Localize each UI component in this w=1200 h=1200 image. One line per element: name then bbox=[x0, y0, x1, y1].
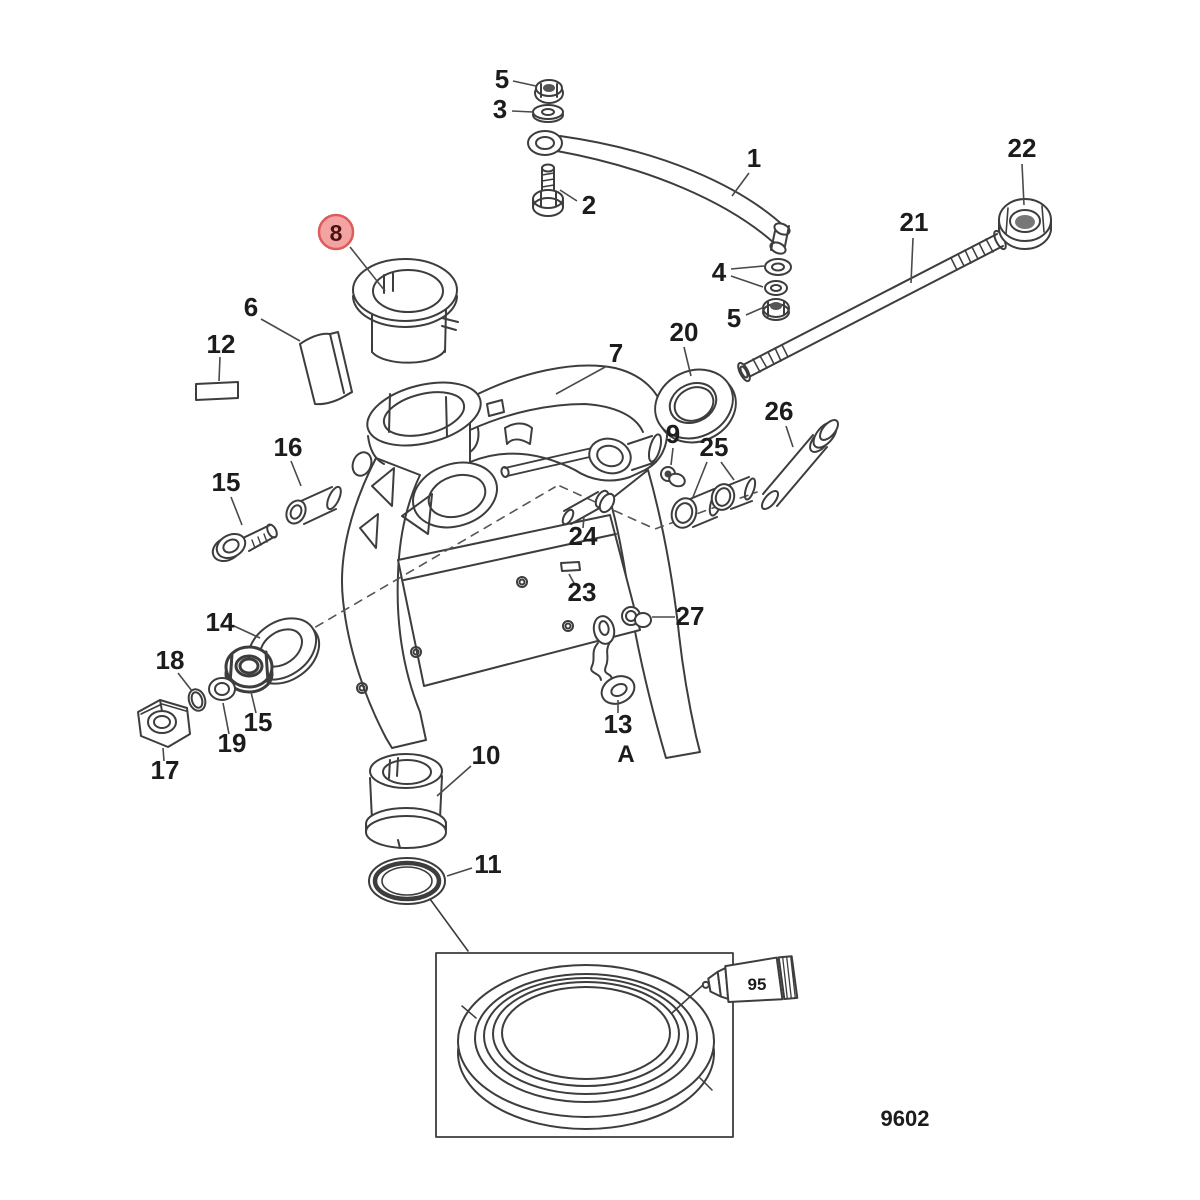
callout-6[interactable]: 6 bbox=[244, 292, 258, 322]
ground-screw bbox=[621, 606, 652, 628]
pivot-pin bbox=[760, 419, 839, 511]
assembly-dashed-lines bbox=[289, 485, 758, 643]
sealant-tube bbox=[671, 955, 799, 1014]
callout-24[interactable]: 24 bbox=[569, 521, 598, 551]
swivel-bracket bbox=[341, 364, 701, 759]
leader-line-16 bbox=[290, 460, 302, 487]
highlight-circle[interactable] bbox=[317, 213, 355, 251]
leader-line-18 bbox=[177, 672, 193, 692]
small-plate bbox=[560, 561, 581, 572]
leader-line-12 bbox=[218, 356, 221, 382]
o-ring bbox=[187, 688, 207, 712]
callout-3[interactable]: 3 bbox=[493, 94, 507, 124]
leader-line-22 bbox=[1021, 163, 1025, 206]
grease-fitting bbox=[660, 466, 686, 488]
leader-line-4 bbox=[730, 275, 764, 288]
leader-line-23 bbox=[568, 573, 576, 586]
locknut-top bbox=[534, 79, 564, 104]
steering-shaft bbox=[737, 229, 1007, 383]
drawing-number: 9602 bbox=[881, 1106, 930, 1131]
leader-line-15-upper bbox=[230, 496, 243, 526]
pivot-bolt bbox=[532, 163, 564, 217]
bushing-lower bbox=[365, 753, 447, 849]
leader-line-15-lower bbox=[250, 691, 257, 714]
hex-nut-large bbox=[137, 699, 191, 748]
leader-line-9 bbox=[670, 447, 674, 466]
leader-line-21 bbox=[910, 237, 914, 284]
bushing-upper bbox=[352, 258, 459, 364]
ground-strap bbox=[590, 615, 636, 705]
oil-seal-large bbox=[457, 964, 715, 1130]
leader-line-10 bbox=[436, 765, 472, 797]
thrust-ring bbox=[654, 368, 737, 444]
leader-line-11 bbox=[446, 867, 473, 877]
leader-line-17 bbox=[162, 747, 165, 762]
callout-25[interactable]: 25 bbox=[700, 432, 729, 462]
leader-line-26 bbox=[785, 425, 794, 448]
locknut-mid bbox=[762, 298, 790, 321]
sealant-label: 95 bbox=[748, 975, 767, 994]
small-bushing bbox=[208, 677, 236, 701]
wear-pad bbox=[299, 331, 353, 406]
leader-line-20 bbox=[683, 346, 692, 377]
callout-5-mid[interactable]: 5 bbox=[727, 303, 741, 333]
spacer-sleeve bbox=[285, 485, 342, 525]
leader-line-25 bbox=[692, 461, 708, 498]
callout-17[interactable]: 17 bbox=[151, 755, 180, 785]
small-pin bbox=[561, 489, 616, 526]
callouts-layer: 1234556789101112131415151617181920212223… bbox=[151, 64, 1037, 1131]
callout-18[interactable]: 18 bbox=[156, 645, 185, 675]
hex-locknut-lower bbox=[224, 645, 274, 694]
leader-line-1 bbox=[731, 172, 750, 197]
callout-8[interactable]: 8 bbox=[330, 220, 343, 246]
callout-23[interactable]: 23 bbox=[568, 577, 597, 607]
callout-15-lower[interactable]: 15 bbox=[244, 707, 273, 737]
callout-12[interactable]: 12 bbox=[207, 329, 236, 359]
view-label: A bbox=[617, 741, 634, 768]
oil-seal-small bbox=[368, 857, 469, 952]
callout-7[interactable]: 7 bbox=[609, 338, 623, 368]
callout-27[interactable]: 27 bbox=[676, 601, 705, 631]
callout-14[interactable]: 14 bbox=[206, 607, 235, 637]
leader-line-7 bbox=[555, 365, 608, 395]
callout-1[interactable]: 1 bbox=[747, 143, 761, 173]
leader-line-2 bbox=[559, 189, 578, 202]
leader-line-8 bbox=[349, 246, 386, 292]
callout-20[interactable]: 20 bbox=[670, 317, 699, 347]
leader-line-5-mid bbox=[745, 307, 763, 316]
callout-10[interactable]: 10 bbox=[472, 740, 501, 770]
leader-line-25 bbox=[720, 461, 735, 481]
link-washers bbox=[764, 258, 792, 296]
callout-16[interactable]: 16 bbox=[274, 432, 303, 462]
washer-top bbox=[532, 104, 564, 123]
callout-26[interactable]: 26 bbox=[765, 396, 794, 426]
callout-2[interactable]: 2 bbox=[582, 190, 596, 220]
callout-11[interactable]: 11 bbox=[474, 849, 502, 879]
bolt-upper-left bbox=[211, 523, 278, 562]
callout-4[interactable]: 4 bbox=[712, 257, 727, 287]
callout-22[interactable]: 22 bbox=[1008, 133, 1037, 163]
shaft-nut bbox=[998, 198, 1052, 250]
callout-13[interactable]: 13 bbox=[604, 709, 633, 739]
leader-line-5-top bbox=[512, 80, 537, 87]
leader-line-3 bbox=[511, 110, 534, 113]
callout-9[interactable]: 9 bbox=[666, 419, 680, 449]
leader-line-6 bbox=[260, 318, 301, 342]
leader-line-4 bbox=[730, 265, 765, 270]
callout-15-upper[interactable]: 15 bbox=[212, 467, 241, 497]
leader-line-24 bbox=[582, 515, 585, 529]
leader-line-14 bbox=[233, 625, 261, 639]
steering-link-rod bbox=[527, 130, 791, 255]
pivot-bushings bbox=[670, 476, 757, 529]
shim-plate bbox=[195, 381, 239, 401]
callout-19[interactable]: 19 bbox=[218, 728, 247, 758]
leader-line-19 bbox=[222, 702, 230, 735]
callout-21[interactable]: 21 bbox=[900, 207, 929, 237]
callout-5-top[interactable]: 5 bbox=[495, 64, 509, 94]
